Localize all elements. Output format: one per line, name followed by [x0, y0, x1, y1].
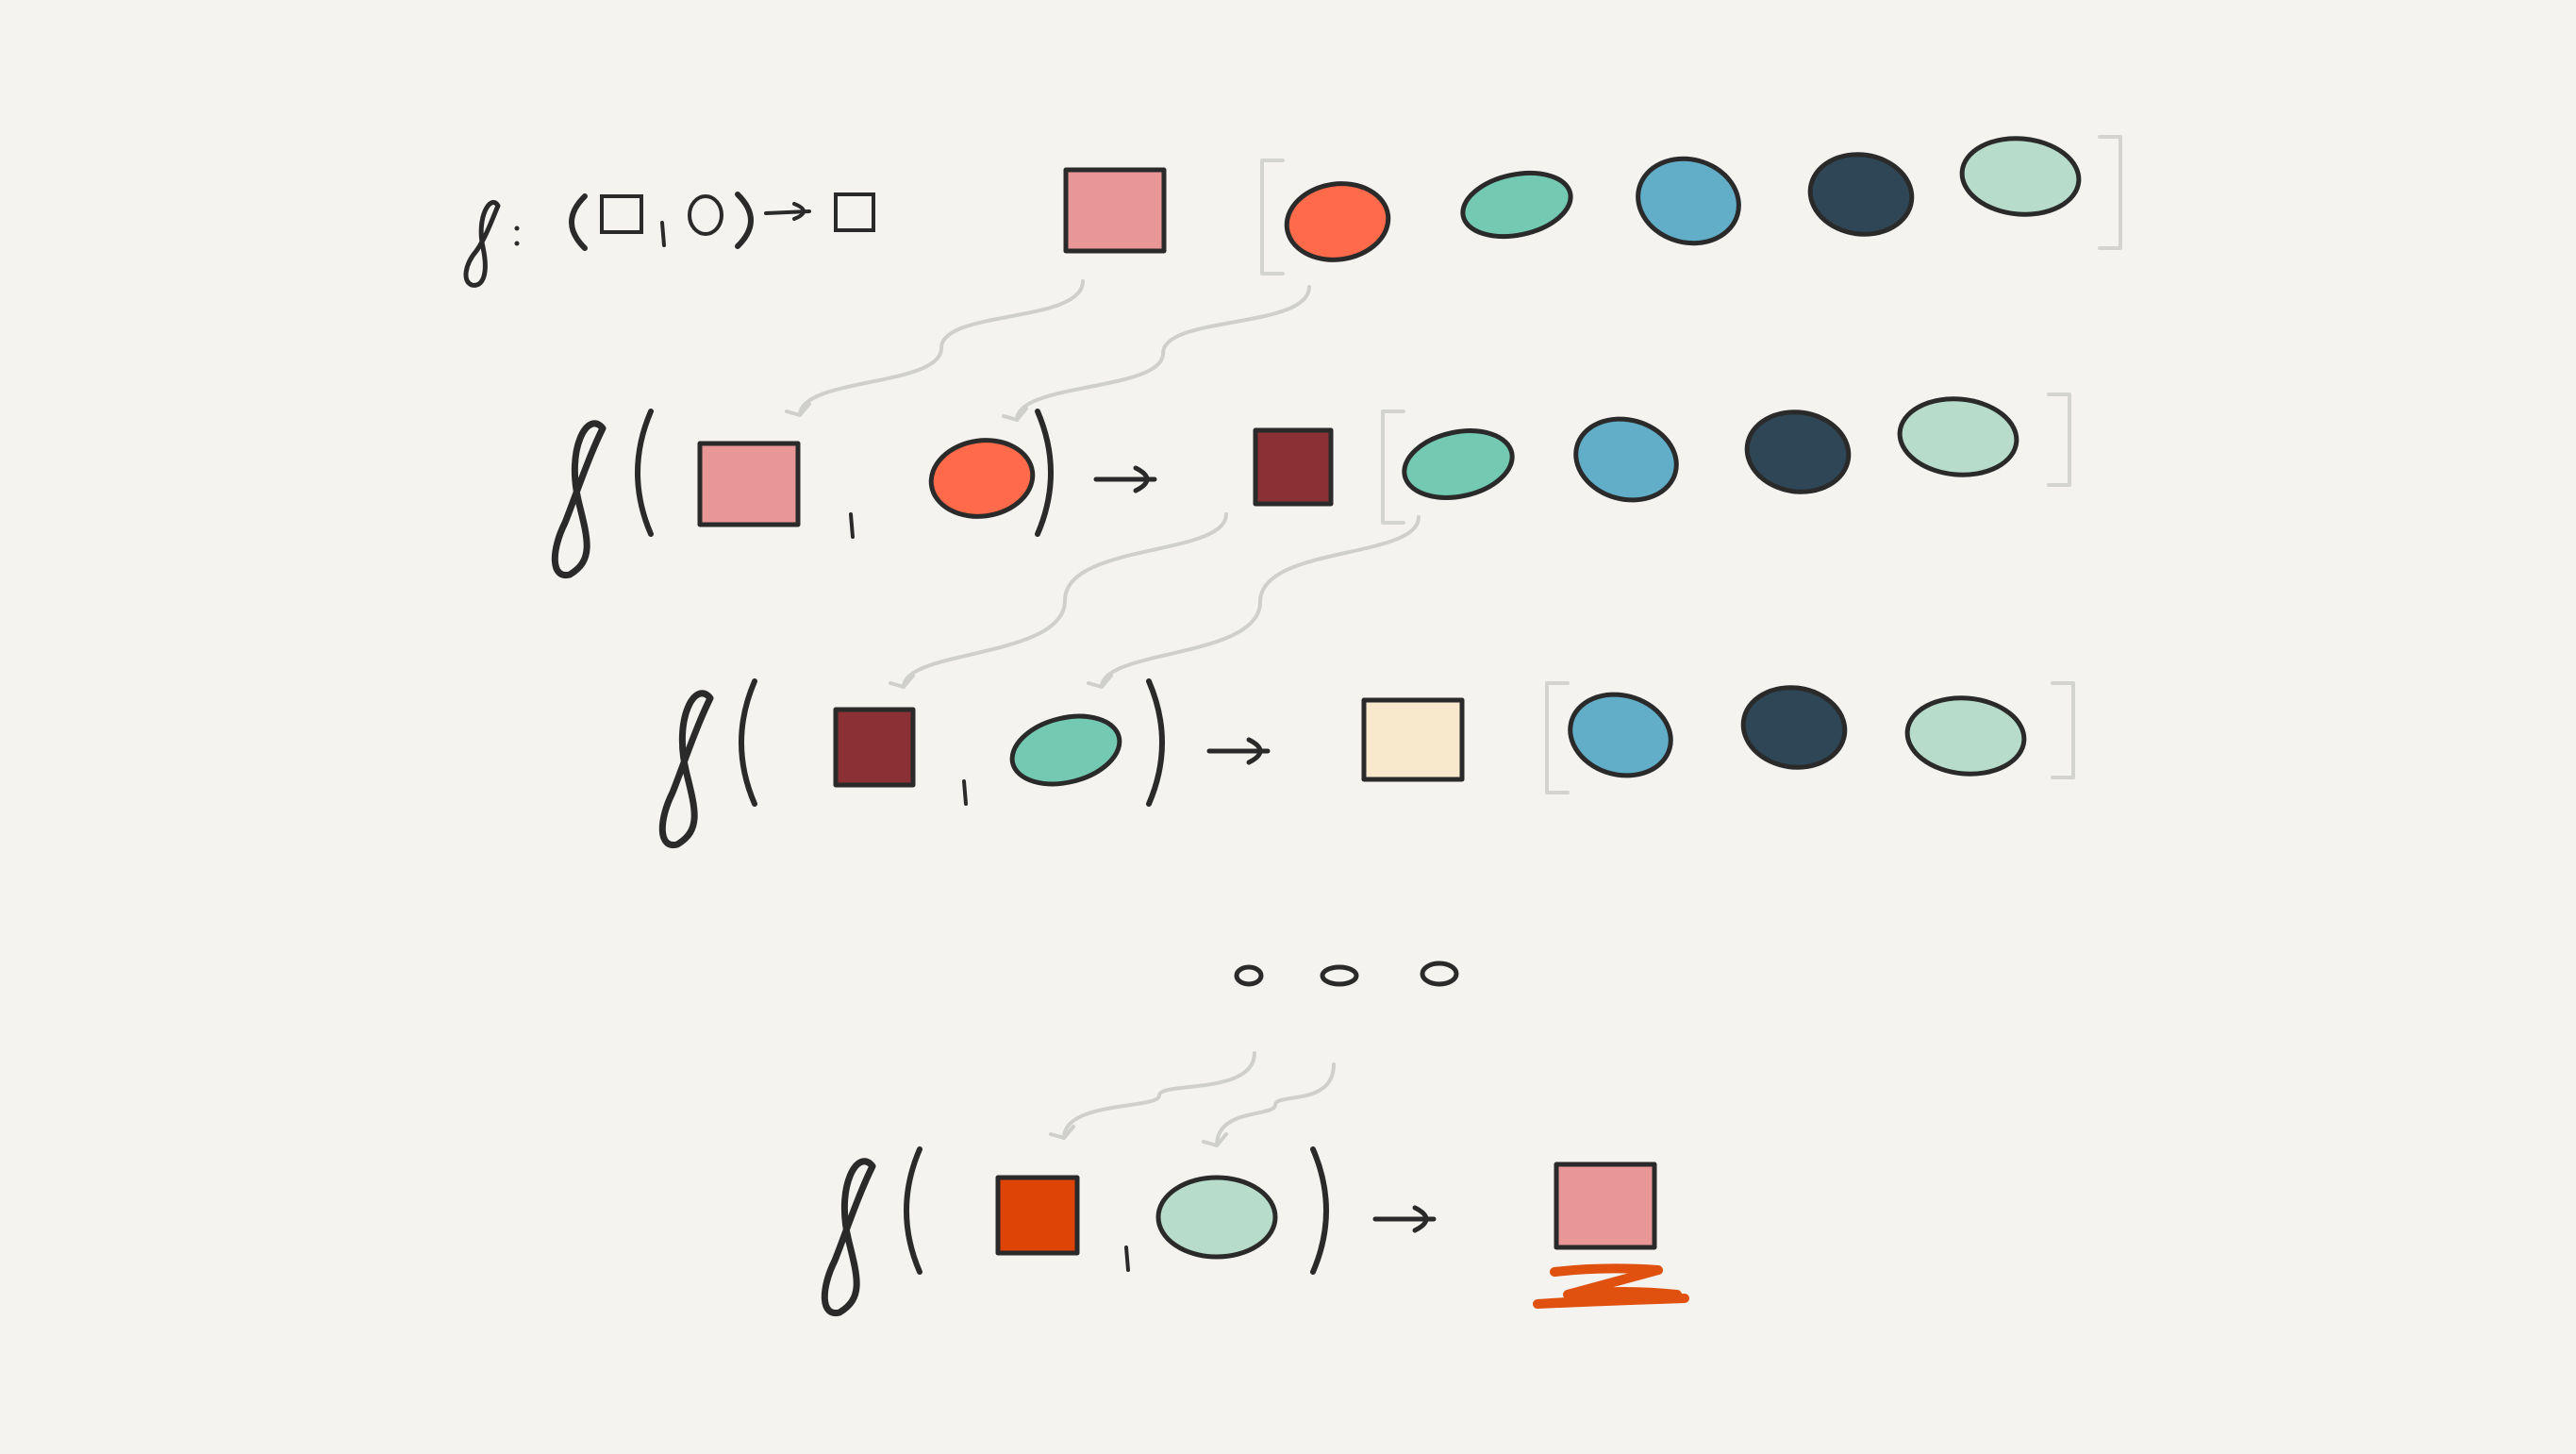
- connector-accumulator: [1062, 1051, 1256, 1140]
- remaining-list-circle: [1744, 409, 1852, 494]
- connector-element: [1100, 515, 1421, 689]
- list-close-bracket: [2051, 681, 2075, 779]
- list-open-bracket: [1260, 159, 1285, 276]
- initial-row: [1063, 135, 2122, 276]
- function-f-glyph: [821, 1158, 876, 1316]
- list-open-bracket: [1381, 409, 1405, 525]
- input-accumulator-square: [995, 1175, 1080, 1256]
- step-row-2: [658, 678, 2075, 848]
- comma-glyph: [1124, 1245, 1130, 1272]
- close-paren: [1146, 678, 1165, 807]
- close-paren: [1035, 409, 1054, 537]
- open-paren: [904, 1146, 922, 1275]
- arrow-head: [1133, 465, 1150, 493]
- list-item-circle: [1460, 170, 1573, 240]
- comma-glyph: [962, 779, 968, 806]
- list-close-bracket: [2047, 393, 2071, 487]
- connector-accumulator: [798, 279, 1085, 417]
- connector-element: [1215, 1062, 1336, 1147]
- comma-glyph: [849, 512, 855, 539]
- final-result-square: [1554, 1162, 1657, 1250]
- input-accumulator-square: [833, 707, 916, 788]
- result-accumulator-square: [1253, 427, 1334, 507]
- connector-element-tip: [1002, 407, 1028, 422]
- result-accumulator-square: [1361, 697, 1465, 782]
- comma-glyph: [660, 221, 666, 247]
- input-element-circle: [1155, 1175, 1278, 1260]
- remaining-list-circle: [1568, 692, 1673, 778]
- ellipsis-dot: [1320, 964, 1359, 987]
- input-element-circle: [1009, 713, 1122, 787]
- connectors-step-2: [889, 512, 1421, 689]
- list-close-bracket: [2098, 135, 2122, 250]
- square-outline-icon: [834, 192, 875, 232]
- signature-arrow-head: [792, 202, 806, 221]
- list-open-bracket: [1545, 681, 1570, 794]
- input-element-circle: [928, 438, 1036, 519]
- connector-accumulator-tip: [1049, 1125, 1075, 1140]
- open-paren: [635, 409, 654, 537]
- list-item-circle: [1284, 181, 1391, 262]
- function-f-glyph: [658, 690, 714, 848]
- signature-open-paren: [569, 193, 588, 251]
- open-paren: [739, 678, 757, 807]
- ellipsis-dot: [1234, 964, 1264, 987]
- function-f-glyph: [551, 420, 607, 578]
- input-accumulator-square: [697, 441, 801, 527]
- arrow-head: [1412, 1205, 1429, 1233]
- list-item-circle: [1807, 152, 1915, 237]
- connector-element-tip: [1087, 674, 1113, 689]
- ellipsis-dot: [1420, 961, 1459, 987]
- remaining-list-circle: [1740, 685, 1848, 770]
- step-row-1: [551, 393, 2071, 578]
- remaining-list-circle: [1402, 428, 1515, 500]
- arrow-head: [1246, 737, 1263, 765]
- circle-outline-icon: [688, 194, 723, 236]
- colon-dot: [514, 226, 520, 231]
- type-signature: [463, 192, 875, 288]
- signature-close-paren: [735, 192, 754, 249]
- remaining-list-circle: [1904, 695, 2027, 777]
- connector-accumulator-tip: [785, 402, 811, 417]
- connector-accumulator-tip: [889, 674, 915, 689]
- signature-f-glyph: [463, 200, 501, 288]
- colon-dot: [514, 241, 520, 246]
- initial-accumulator-square: [1063, 167, 1167, 254]
- connectors-final: [1049, 1051, 1336, 1147]
- connector-element: [1015, 285, 1311, 422]
- close-paren: [1310, 1146, 1329, 1275]
- list-item-circle: [1959, 136, 2082, 217]
- final-result-underline: [1533, 1263, 1689, 1309]
- remaining-list-circle: [1573, 416, 1679, 503]
- ellipsis: [1234, 961, 1459, 987]
- remaining-list-circle: [1897, 396, 2019, 477]
- connector-element-tip: [1202, 1132, 1228, 1147]
- square-outline-icon: [600, 194, 643, 234]
- final-row: [821, 1146, 1689, 1316]
- connectors-step-1: [785, 279, 1311, 422]
- connector-accumulator: [902, 512, 1228, 689]
- list-item-circle: [1636, 156, 1741, 246]
